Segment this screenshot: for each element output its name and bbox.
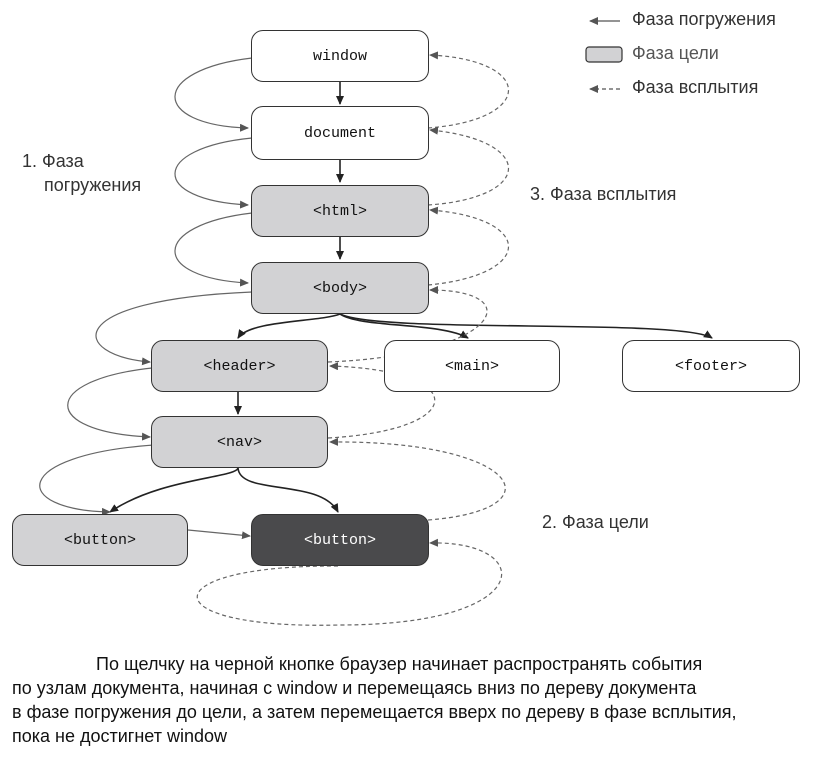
caption-line-2: по узлам документа, начиная с window и п… xyxy=(12,678,697,698)
node-footer: <footer> xyxy=(622,340,800,392)
node-header: <header> xyxy=(151,340,328,392)
legend-capture: Фаза погружения xyxy=(632,9,776,30)
caption-line-3: в фазе погружения до цели, а затем перем… xyxy=(12,702,737,722)
node-button-sibling: <button> xyxy=(12,514,188,566)
legend-symbols xyxy=(585,17,623,93)
node-body: <body> xyxy=(251,262,429,314)
caption-line-1-text: По щелчку на черной кнопке браузер начин… xyxy=(96,654,703,674)
caption-line-1: По щелчку на черной кнопке браузер начин… xyxy=(12,652,832,676)
legend-bubble: Фаза всплытия xyxy=(632,77,758,98)
node-document: document xyxy=(251,106,429,160)
tree-edges xyxy=(109,82,713,513)
legend-target-swatch xyxy=(585,46,623,63)
node-button-target: <button> xyxy=(251,514,429,566)
legend-capture-label: Фаза погружения xyxy=(632,9,776,29)
node-html: <html> xyxy=(251,185,429,237)
caption-line-4: пока не достигнет window xyxy=(12,726,227,746)
legend-target-label: Фаза цели xyxy=(632,43,719,63)
figure-caption: По щелчку на черной кнопке браузер начин… xyxy=(12,652,832,748)
node-nav: <nav> xyxy=(151,416,328,468)
target-phase-label: 2. Фаза цели xyxy=(542,512,649,532)
bubble-edges xyxy=(196,51,509,626)
capture-phase-label-line2: погружения xyxy=(44,175,142,195)
capture-phase-label-line1: 1. Фаза xyxy=(22,151,84,171)
legend-bubble-label: Фаза всплытия xyxy=(632,77,759,97)
capture-edges xyxy=(39,57,253,540)
legend-target: Фаза цели xyxy=(632,43,719,64)
node-window: window xyxy=(251,30,429,82)
bubble-phase-label: 3. Фаза всплытия xyxy=(530,184,677,204)
node-main: <main> xyxy=(384,340,560,392)
